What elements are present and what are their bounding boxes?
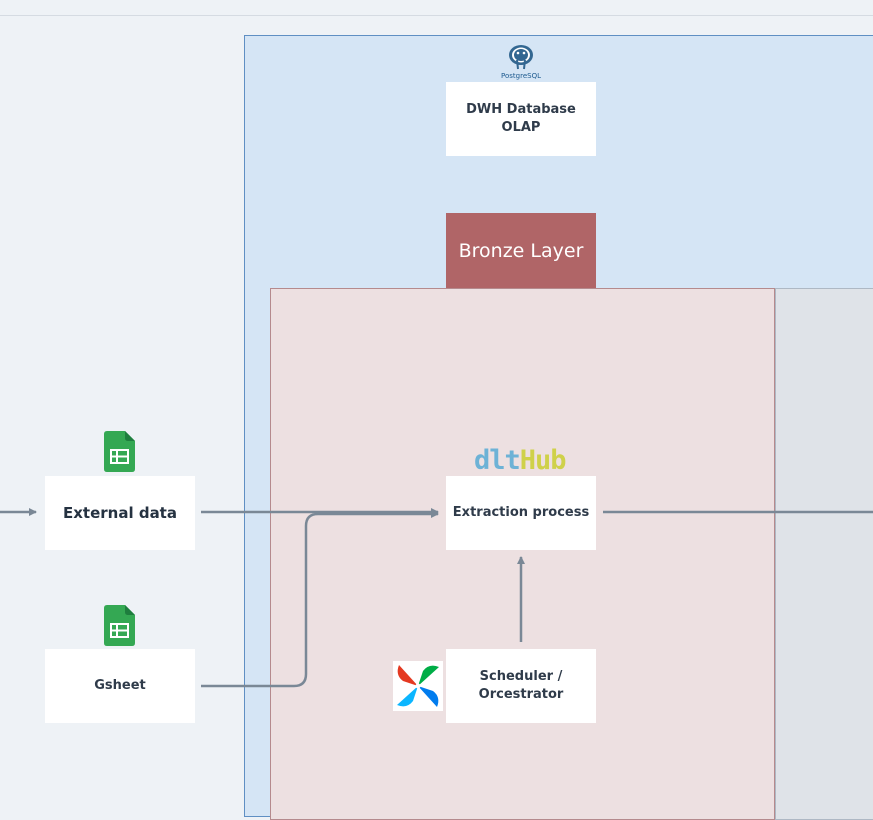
scheduler-line2: Orcestrator (478, 687, 564, 702)
scheduler-line1: Scheduler / (479, 669, 563, 684)
scheduler-orchestrator-box[interactable]: Scheduler / Orcestrator (446, 649, 596, 723)
top-toolbar (0, 0, 873, 16)
dwh-database-box[interactable]: DWH Database OLAP (446, 82, 596, 156)
gsheet-label: Gsheet (94, 678, 146, 693)
bronze-layer-zone (270, 288, 775, 820)
postgresql-logo-text: PostgreSQL (501, 72, 541, 80)
dwh-box-line1: DWH Database (466, 102, 576, 117)
arrow-gsheet-to-extraction (201, 510, 439, 688)
external-data-label: External data (63, 504, 177, 522)
dlthub-logo-part2: Hub (519, 445, 567, 476)
gsheet-box[interactable]: Gsheet (45, 649, 195, 723)
postgresql-icon (509, 45, 533, 70)
dlthub-logo-part1: dlt (474, 445, 521, 476)
extraction-label: Extraction process (452, 505, 590, 520)
dlthub-logo: dltHub (474, 445, 567, 476)
dwh-box-line2: OLAP (501, 120, 541, 135)
connector-arrows (0, 508, 873, 688)
bronze-layer-header[interactable]: Bronze Layer (446, 213, 596, 288)
external-data-box[interactable]: External data (45, 476, 195, 550)
extraction-process-box[interactable]: Extraction process (446, 476, 596, 550)
google-sheets-icon (104, 605, 135, 646)
google-sheets-icon (104, 431, 135, 472)
airflow-icon (393, 661, 443, 711)
